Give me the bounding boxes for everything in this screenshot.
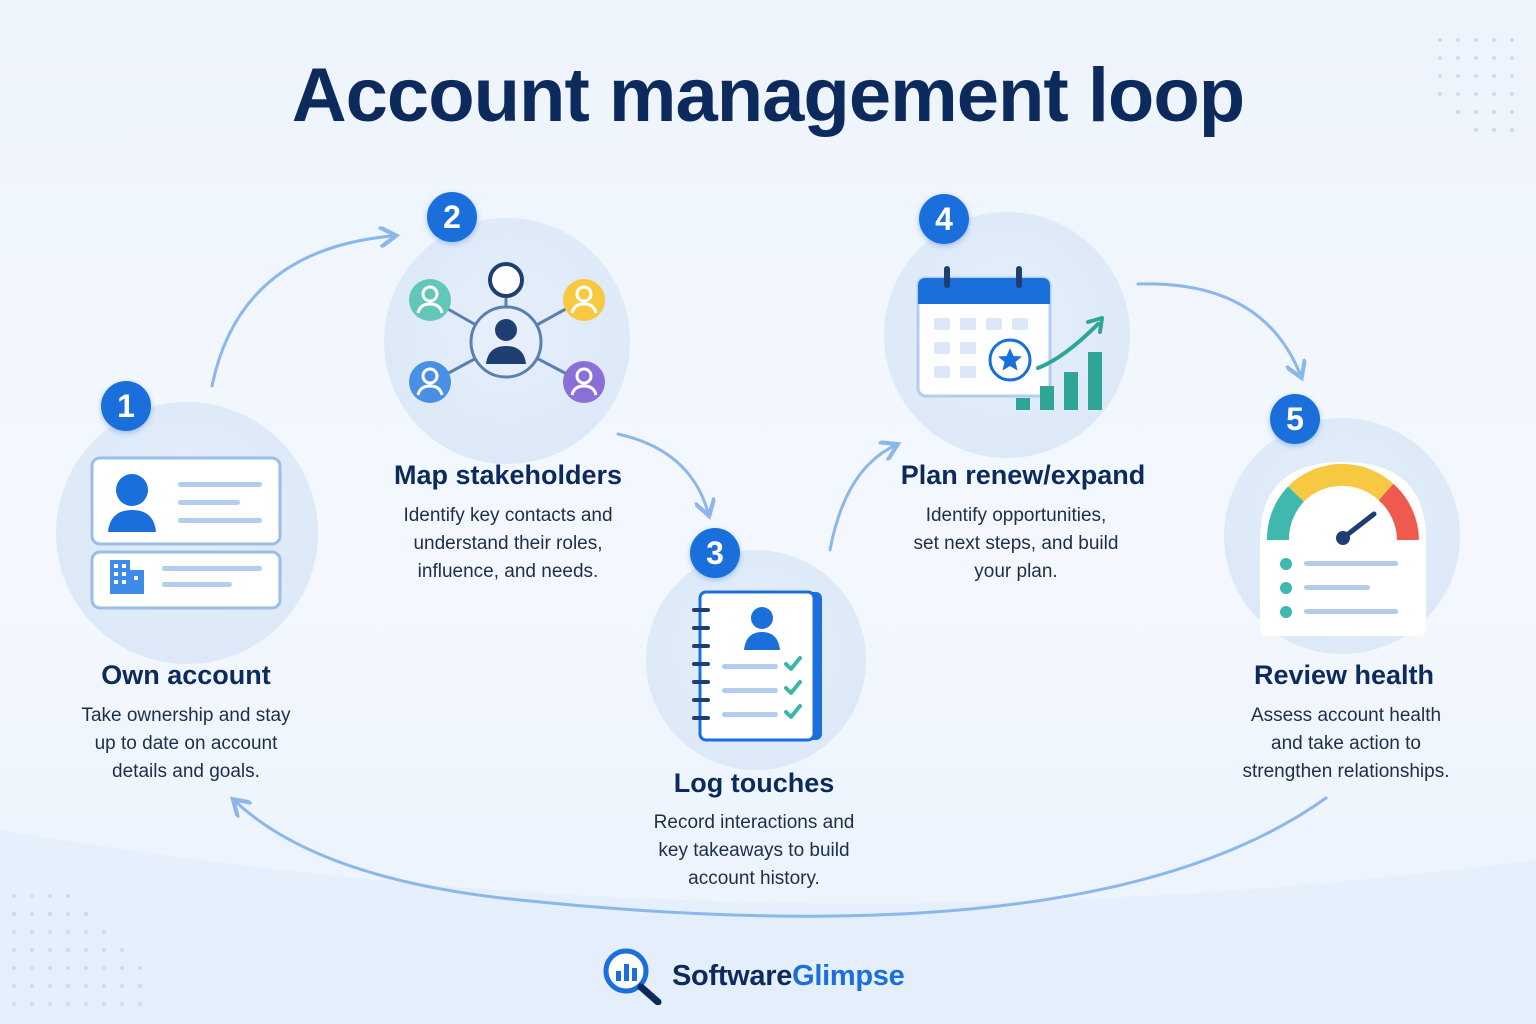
step-2-badge: 2 — [427, 192, 477, 242]
stakeholder-network-icon — [409, 262, 605, 403]
arrow-3-to-4 — [828, 446, 894, 552]
step-1-description: Take ownership and stay up to date on ac… — [81, 705, 291, 782]
step-5-title: Review health — [1253, 660, 1435, 690]
magnifier-chart-icon — [603, 948, 662, 1005]
arrow-2-to-3 — [616, 432, 708, 512]
step-2-title: Map stakeholders — [393, 460, 623, 490]
step-4-description: Identify opportunities, set next steps, … — [913, 505, 1119, 582]
notebook-checklist-icon — [692, 590, 822, 742]
step-2-description: Identify key contacts and understand the… — [403, 505, 613, 582]
step-5-badge: 5 — [1270, 394, 1320, 444]
brand-logo: SoftwareGlimpse — [602, 946, 905, 1006]
step-3-title: Log touches — [673, 768, 835, 798]
arrow-1-to-2 — [210, 236, 392, 388]
brand-name: SoftwareGlimpse — [672, 959, 905, 992]
arrow-5-to-1 — [236, 798, 1328, 918]
calendar-growth-icon — [916, 266, 1104, 410]
step-4-title: Plan renew/expand — [900, 460, 1146, 490]
step-4-badge: 4 — [919, 194, 969, 244]
arrow-4-to-5 — [1136, 282, 1300, 374]
page-title: Account management loop — [291, 53, 1245, 138]
health-gauge-icon — [1260, 462, 1426, 636]
account-card-icon — [90, 456, 282, 610]
step-3-description: Record interactions and key takeaways to… — [653, 812, 855, 889]
step-1-badge: 1 — [101, 381, 151, 431]
step-3-badge: 3 — [690, 528, 740, 578]
step-5-description: Assess account health and take action to… — [1242, 705, 1450, 782]
step-1-title: Own account — [101, 660, 271, 690]
